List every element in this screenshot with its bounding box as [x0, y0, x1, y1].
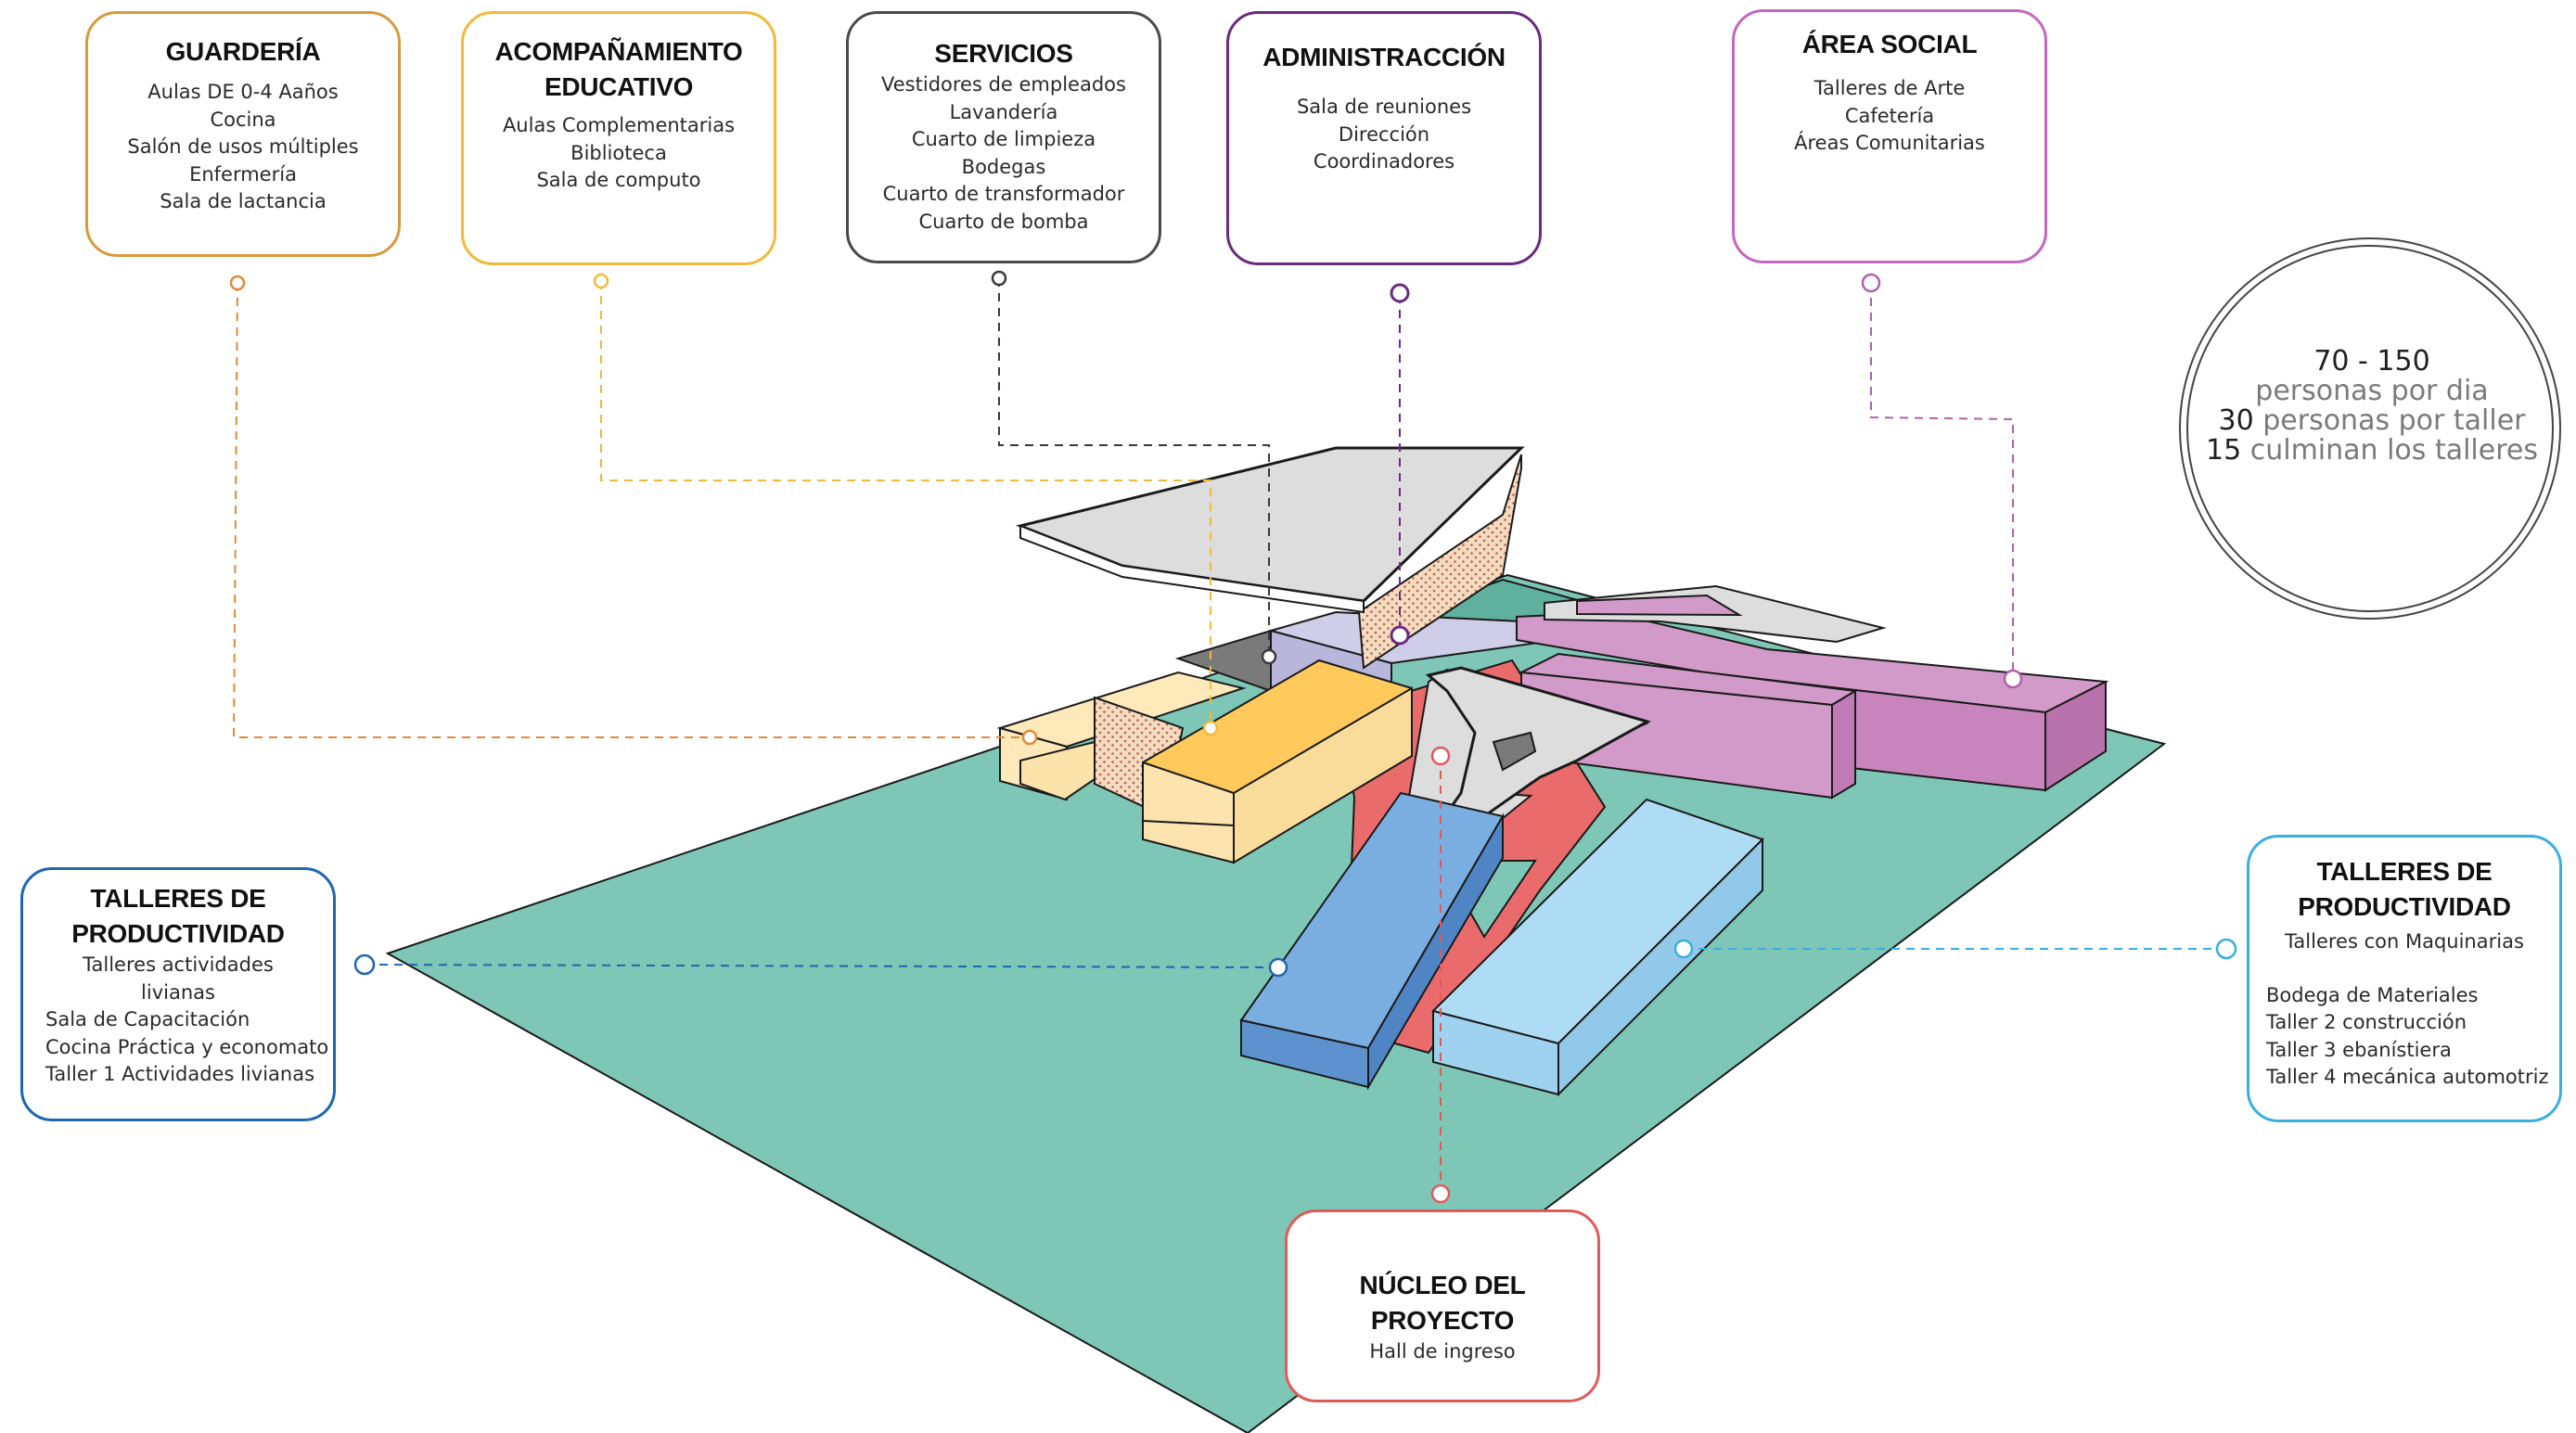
dot-guarderia-top [229, 275, 246, 291]
stats-culminan: 15 culminan los talleres [2182, 436, 2562, 466]
talleres-right-title: PRODUCTIVIDAD [2298, 892, 2511, 921]
connector-guarderia [232, 282, 1030, 738]
dot-social-top [1861, 273, 1881, 293]
guarderia-item: Sala de lactancia [160, 190, 327, 212]
acompanamiento-item: Biblioteca [570, 141, 667, 164]
dot-servicios-top [991, 270, 1007, 287]
dot-guarderia-end [1021, 729, 1038, 746]
acompanamiento-box: ACOMPAÑAMIENTO EDUCATIVO Aulas Complemen… [461, 11, 776, 265]
dot-admin-end [1390, 625, 1410, 646]
core-roof-cutout [1492, 731, 1537, 772]
servicios-item: Cuarto de bomba [918, 210, 1089, 233]
acompanamiento-title: EDUCATIVO [544, 72, 694, 101]
talleres-right-title: TALLERES DE [2316, 857, 2493, 886]
talleres-left-box: TALLERES DE PRODUCTIVIDAD Talleres activ… [20, 867, 336, 1121]
talleres-right-subtitle: Talleres con Maquinarias [2285, 930, 2524, 953]
talleres-left-title: PRODUCTIVIDAD [71, 919, 285, 948]
dot-talleres-left-start [353, 953, 376, 976]
talleres-right-item: Taller 3 ebanístiera [2266, 1038, 2452, 1061]
nucleo-box: NÚCLEO DEL PROYECTO Hall de ingreso [1285, 1209, 1600, 1402]
stats-culminan-number: 15 [2206, 434, 2242, 467]
nucleo-title: NÚCLEO DEL PROYECTO [1359, 1271, 1526, 1335]
area-social-box: ÁREA SOCIAL Talleres de Arte Cafetería Á… [1732, 9, 2047, 263]
dot-educativo-end [1202, 720, 1219, 736]
servicios-box: SERVICIOS Vestidores de empleados Lavand… [846, 11, 1161, 263]
social-block-side [2044, 680, 2107, 792]
dot-educativo-top [593, 273, 609, 289]
social-roof-cutout [1576, 594, 1743, 617]
stats-range: 70 - 150 [2313, 345, 2430, 377]
stats-per-day: personas por dia [2255, 375, 2489, 407]
dot-talleres-right-start [1673, 939, 1694, 959]
servicios-item: Cuarto de transformador [882, 183, 1125, 205]
administraccion-title: ADMINISTRACCIÓN [1262, 43, 1506, 71]
stats-circle-outer [2179, 237, 2561, 620]
guarderia-item: Aulas DE 0-4 Aaños [147, 81, 339, 103]
nucleo-item: Hall de ingreso [1369, 1340, 1516, 1363]
acompanamiento-title: ACOMPAÑAMIENTO [494, 37, 743, 66]
stats-per-taller: 30 personas por taller [2182, 406, 2562, 436]
talleres-right-item: Taller 2 construcción [2266, 1011, 2467, 1033]
talleres-right-item: Taller 4 mecánica automotriz [2266, 1066, 2549, 1088]
social-block-lower-side [1831, 689, 1856, 800]
administraccion-box: ADMINISTRACCIÓN Sala de reuniones Direcc… [1226, 11, 1542, 265]
stats-circle-inner [2186, 245, 2554, 612]
educativo-block-side [1233, 686, 1413, 864]
dot-admin-top [1390, 283, 1410, 303]
servicios-item: Bodegas [961, 155, 1046, 178]
connector-social [1870, 283, 2014, 679]
dot-nucleo-top [1430, 746, 1451, 766]
dot-servicios-end [1261, 648, 1277, 665]
administraccion-item: Sala de reuniones [1296, 96, 1472, 118]
acompanamiento-item: Aulas Complementarias [502, 114, 736, 136]
area-social-item: Cafetería [1844, 104, 1935, 127]
guarderia-title: GUARDERÍA [165, 37, 321, 66]
connector-talleres-left [364, 964, 1279, 968]
servicios-item: Cuarto de limpieza [911, 128, 1096, 150]
talleres-left-item: Sala de Capacitación [45, 1008, 250, 1030]
guarderia-item: Cocina [210, 108, 276, 131]
administraccion-item: Dirección [1338, 122, 1430, 146]
servicios-item: Lavandería [949, 100, 1058, 123]
stats-per-taller-text: personas por taller [2262, 404, 2526, 437]
guarderia-item: Salón de usos múltiples [127, 135, 359, 158]
administraccion-item: Coordinadores [1313, 150, 1455, 173]
taller-right-side [1557, 837, 1763, 1097]
talleres-left-subtitle: Talleres actividades [83, 953, 274, 976]
stats-per-taller-number: 30 [2218, 404, 2254, 437]
talleres-right-box: TALLERES DE PRODUCTIVIDAD Talleres con M… [2247, 835, 2562, 1122]
dot-talleres-right-end [2215, 938, 2237, 960]
connector-servicios [998, 278, 1270, 657]
servicios-title: SERVICIOS [934, 39, 1073, 68]
acompanamiento-item: Sala de computo [536, 169, 701, 191]
talleres-left-item: Cocina Práctica y economato [45, 1035, 329, 1058]
dot-nucleo-end [1430, 1184, 1451, 1204]
stats-culminan-text: culminan los talleres [2249, 434, 2538, 467]
stats-block: 70 - 150 personas por dia 30 personas po… [2182, 286, 2562, 620]
talleres-left-title: TALLERES DE [90, 884, 266, 913]
dot-social-end [2003, 669, 2023, 689]
guarderia-item: Enfermería [189, 162, 297, 186]
roof-slab-edge [1019, 524, 1365, 614]
talleres-left-item: Taller 1 Actividades livianas [45, 1063, 315, 1085]
area-social-item: Talleres de Arte [1813, 77, 1966, 99]
area-social-item: Áreas Comunitarias [1794, 132, 1985, 154]
dot-talleres-left-end [1268, 957, 1288, 978]
servicios-item: Vestidores de empleados [881, 73, 1126, 96]
area-social-title: ÁREA SOCIAL [1801, 30, 1978, 58]
taller-left-side [1367, 812, 1504, 1091]
talleres-right-item: Bodega de Materiales [2266, 983, 2479, 1006]
guarderia-box: GUARDERÍA Aulas DE 0-4 Aaños Cocina Saló… [85, 11, 401, 257]
talleres-left-subtitle: livianas [141, 980, 215, 1004]
guarderia-block-small [1019, 740, 1096, 801]
